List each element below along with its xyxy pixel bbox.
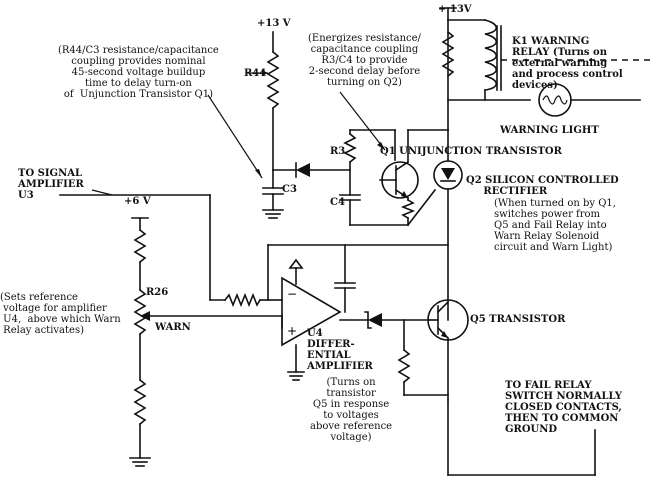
u4-differential-amplifier: − +: [281, 276, 342, 347]
warning-light: [538, 83, 641, 117]
q5-base-resistor: [397, 319, 449, 396]
ground-symbol-r26: [129, 457, 151, 467]
fail-relay-label: TO FAIL RELAY SWITCH NORMALLY CLOSED CON…: [505, 380, 623, 435]
svg-text:−: −: [287, 287, 297, 301]
q5-transistor: [427, 299, 469, 401]
annotation-arrows: [91, 70, 386, 196]
r26-note: (Sets reference voltage for amplifier U4…: [0, 292, 121, 336]
c4-label: C4: [330, 197, 345, 208]
c4-capacitor: [339, 194, 361, 226]
r3c4-note: (Energizes resistance/ capacitance coupl…: [308, 33, 421, 88]
k1-label: K1 WARNING RELAY (Turns on external warn…: [512, 36, 623, 91]
ground-symbol-c3: [262, 209, 284, 219]
r44-resistor: [266, 31, 280, 171]
u4-supply: [287, 258, 305, 381]
u4-label: U4 DIFFER- ENTIAL AMPLIFIER: [307, 328, 373, 372]
q2-scr: [433, 129, 463, 321]
q1-unijunction-transistor: [379, 160, 419, 200]
u4-note: (Turns on transistor Q5 in response to v…: [310, 377, 393, 443]
r3-resistor: [343, 129, 357, 196]
r44-label: R44: [244, 68, 267, 79]
warning-light-label: WARNING LIGHT: [500, 125, 599, 136]
trigger-diode: [272, 162, 351, 178]
q2-label: Q2 SILICON CONTROLLED RECTIFIER: [466, 175, 619, 197]
v6-label: +6 V: [124, 196, 151, 207]
v13-label: +13 V: [257, 18, 291, 29]
r44-note: (R44/C3 resistance/capacitance coupling …: [58, 45, 219, 100]
q5-label: Q5 TRANSISTOR: [470, 314, 566, 325]
q2-note: (When turned on by Q1, switches power fr…: [494, 198, 616, 253]
svg-text:+: +: [287, 324, 297, 338]
r3-label: R3: [330, 146, 346, 157]
to-signal-label: TO SIGNAL AMPLIFIER U3: [18, 168, 84, 201]
r26-label: R26: [146, 287, 169, 298]
k1-rail-resistor: [441, 30, 455, 78]
u4-input-resistor: [209, 292, 269, 308]
r26-potentiometer: [133, 228, 283, 459]
c3-label: C3: [282, 184, 297, 195]
u4-feedback-capacitor: [334, 244, 356, 313]
c3-capacitor: [262, 169, 284, 211]
v13-right-label: + 13V: [438, 4, 472, 15]
k1-relay-coil: [484, 19, 502, 101]
zener-diode: [339, 311, 431, 329]
warn-label: WARN: [155, 322, 191, 333]
q1-label: Q1 UNIJUNCTION TRANSISTOR: [380, 146, 562, 157]
